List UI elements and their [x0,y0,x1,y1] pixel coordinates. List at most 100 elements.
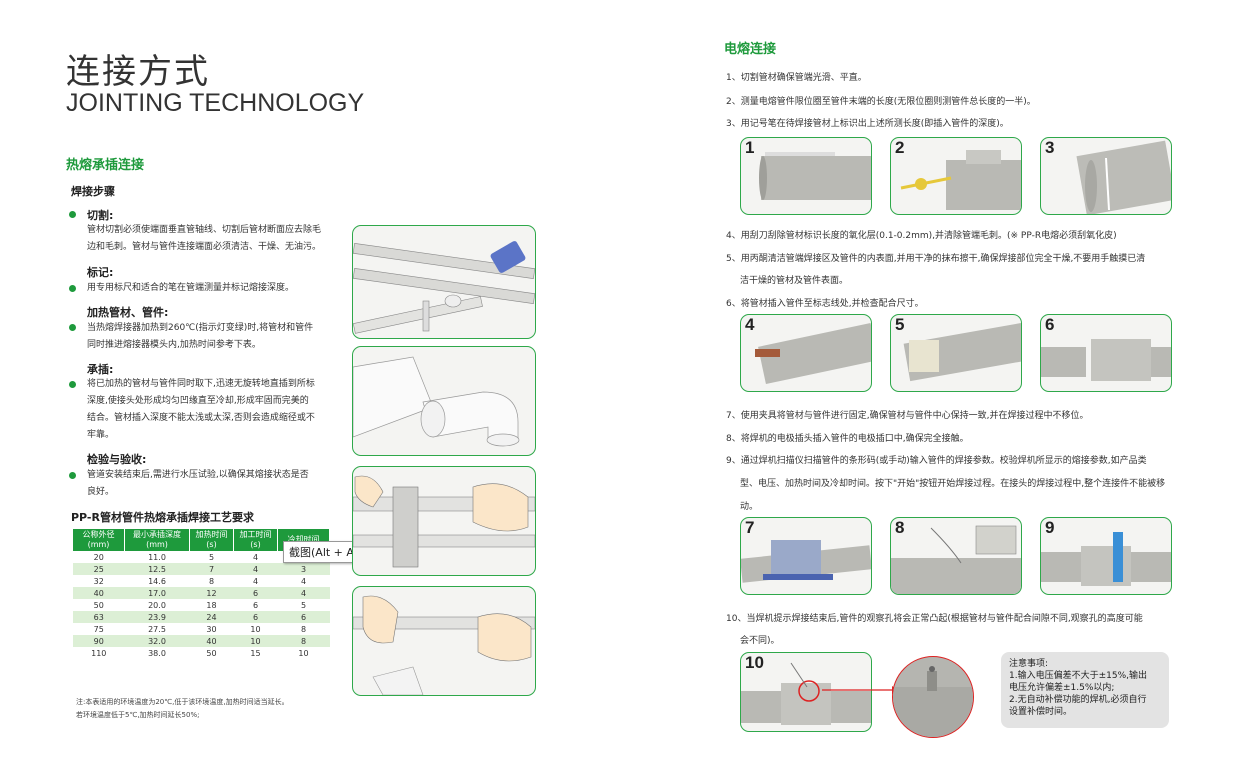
table-cell: 18 [206,600,217,610]
table-cell: 50 [93,600,104,610]
section-heading-hot-melt: 热熔承插连接 [66,158,145,173]
notice-box: 注意事项: 1.输入电压偏差不大于±15%,输出 电压允许偏差±1.5%以内; … [1001,652,1169,728]
illustration-cutting [352,225,536,339]
step-line: 动。 [740,502,759,512]
screenshot-tooltip: 截图(Alt + A) [283,541,365,563]
step-text: 边和毛刺。管材与管件连接端面必须清洁、干燥、无油污。 [87,242,322,252]
table-cell: 32 [93,576,104,586]
image-number: 7 [745,518,755,537]
pipe-insert-icon [1041,339,1171,381]
table-cell: 27.5 [148,624,166,634]
illustration-heating [352,466,536,576]
table-cell: 20 [93,552,104,562]
table-cell: 11.0 [148,552,166,562]
bullet-icon [69,211,76,218]
image-number: 1 [745,138,755,157]
notice-line: 设置补偿时间。 [1009,707,1073,717]
zoom-hole-icon [893,666,973,737]
table-cell: 20.0 [148,600,166,610]
table-cell: 32.0 [124,635,190,647]
table-cell: 6 [252,600,259,610]
page-title-en: JOINTING TECHNOLOGY [66,89,365,117]
table-row: 75 27.5 30 10 8 [73,623,330,635]
step-heading-insert: 承插: [87,363,114,376]
table-cell: 4 [252,552,259,562]
image-number: 3 [1045,138,1055,157]
photo-step-9: 9 [1040,517,1172,595]
step-line: 3、用记号笔在待焊接管材上标识出上述所测长度(即插入管件的深度)。 [726,119,1009,129]
table-cell: 40 [73,587,125,599]
table-cell: 4 [233,563,278,575]
zoom-detail [892,656,974,738]
table-cell: 10 [250,624,261,634]
table-cell: 12.5 [124,563,190,575]
arrow-icon [822,686,898,694]
illustration-elbow [352,346,536,456]
bullet-icon [69,472,76,479]
photo-step-10: 10 [740,652,872,732]
step-line: 洁干燥的管材及管件表面。 [740,276,849,286]
subsection-heading: 焊接步骤 [71,185,115,198]
table-cell: 6 [233,587,278,599]
table-cell: 38.0 [148,648,166,658]
bullet-icon [69,285,76,292]
bullet-icon [69,381,76,388]
step-line: 7、使用夹具将管材与管件进行固定,确保管材与管件中心保持一致,并在焊接过程中不移… [726,411,1089,421]
table-cell: 75 [93,624,104,634]
step-heading-cut: 切割: [87,209,114,222]
photo-step-8: 8 [890,517,1022,595]
photo-step-1: 1 [740,137,872,215]
step-heading-inspect: 检验与验收: [87,453,147,466]
step-text: 牢靠。 [87,430,115,440]
table-cell: 8 [300,624,307,634]
table-cell: 5 [300,600,307,610]
step-heading-mark: 标记: [87,266,114,279]
pipe-clean-icon [903,322,1021,382]
electrode-plug-icon [891,525,1021,594]
step-line: 型、电压、加热时间及冷却时间。按下"开始"按钮开始焊接过程。在接头的焊接过程中,… [740,479,1166,489]
step-text: 结合。管材插入深度不能太浅或太深,否则会造成缩径或不 [87,413,315,423]
notice-title: 注意事项: [1009,659,1049,669]
table-cell: 14.6 [148,576,166,586]
step-text: 当热熔焊接器加热到260℃(指示灯变绿)时,将管材和管件 [87,323,314,333]
table-cell: 10 [298,648,309,658]
image-number: 6 [1045,315,1055,334]
welding-icon [1041,532,1171,586]
table-cell: 30 [206,624,217,634]
page-title-cn: 连接方式 [66,52,210,92]
table-cell: 25 [73,563,125,575]
section-heading-electrofusion: 电熔连接 [724,42,777,57]
notice-line: 1.输入电压偏差不大于±15%,输出 [1009,671,1147,681]
table-cell: 8 [208,576,215,586]
photo-step-6: 6 [1040,314,1172,392]
table-header-row: 公称外径(mm) 最小承插深度(mm) 加热时间(s) 加工时间(s) 冷却时间 [73,529,330,551]
table-cell: 90 [73,635,125,647]
table-cell: 6 [233,611,278,623]
step-text: 将已加热的管材与管件同时取下,迅速无旋转地直插到所标 [87,379,315,389]
pipe-scrape-icon [755,322,871,385]
step-text: 管道安装结束后,需进行水压试验,以确保其熔接状态是否 [87,470,309,480]
step-line: 8、将焊机的电极插头插入管件的电极插口中,确保完全接触。 [726,434,969,444]
step-line: 9、通过焊机扫描仪扫描管件的条形码(或手动)输入管件的焊接参数。校验焊机所显示的… [726,456,1147,466]
image-number: 10 [745,653,764,672]
table-cell: 17.0 [124,587,190,599]
table-cell: 40 [189,635,234,647]
table-cell: 12 [189,587,234,599]
table-cell: 24 [189,611,234,623]
table-footnote: 注:本表适用的环境温度为20℃,低于该环境温度,加热时间适当延长。 [76,698,289,706]
elbow-fitting-icon [353,356,520,447]
bullet-icon [69,324,76,331]
step-text: 用专用标尺和适合的笔在管端测量并标记熔接深度。 [87,283,295,293]
col-header: 公称外径(mm) [73,529,125,551]
photo-step-3: 3 [1040,137,1172,215]
image-number: 9 [1045,518,1055,537]
photo-step-4: 4 [740,314,872,392]
image-number: 5 [895,315,905,334]
table-cell: 63 [73,611,125,623]
table-cell: 10 [233,635,278,647]
step-text: 深度,使接头处形成均匀凹缘直至冷却,形成牢固而完美的 [87,396,309,406]
